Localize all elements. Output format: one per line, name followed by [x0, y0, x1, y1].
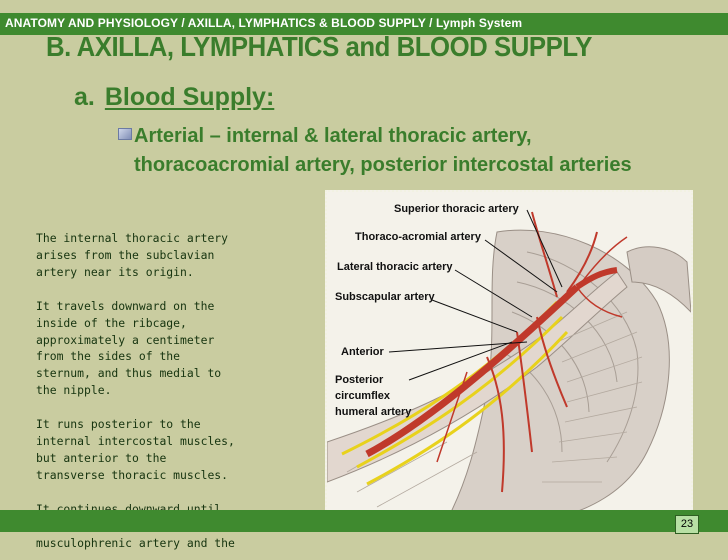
paragraph: It runs posterior to the internal interc… [36, 417, 235, 482]
label-humeral: humeral artery [335, 406, 412, 418]
label-anterior: Anterior [341, 346, 385, 358]
header-bar [0, 13, 728, 35]
paragraph: It travels downward on the inside of the… [36, 298, 222, 398]
paragraph: The internal thoracic artery arises from… [36, 231, 229, 279]
section-letter: a. [74, 83, 95, 111]
label-thoraco-acromial: Thoraco-acromial artery [355, 231, 482, 243]
label-posterior: Posterior [335, 374, 384, 386]
footer-bar [0, 510, 728, 532]
section-heading: a. Blood Supply: [74, 83, 274, 112]
section-label: Blood Supply: [104, 83, 275, 111]
bullet-square-icon [118, 128, 132, 140]
description-text: The internal thoracic artery arises from… [36, 230, 316, 560]
label-circumflex: circumflex [335, 390, 391, 402]
axilla-artery-illustration: Superior thoracic artery Thoraco-acromia… [325, 190, 693, 522]
label-lateral-thoracic: Lateral thoracic artery [337, 261, 453, 273]
anatomy-drawing: Superior thoracic artery Thoraco-acromia… [327, 203, 691, 520]
breadcrumb: ANATOMY AND PHYSIOLOGY / AXILLA, LYMPHAT… [5, 16, 523, 30]
label-superior-thoracic: Superior thoracic artery [394, 203, 520, 215]
page-number: 23 [675, 515, 699, 534]
bullet-text: Arterial – internal & lateral thoracic a… [134, 125, 632, 176]
page-title: B. AXILLA, LYMPHATICS and BLOOD SUPPLY [46, 31, 592, 62]
label-subscapular: Subscapular artery [335, 291, 436, 303]
